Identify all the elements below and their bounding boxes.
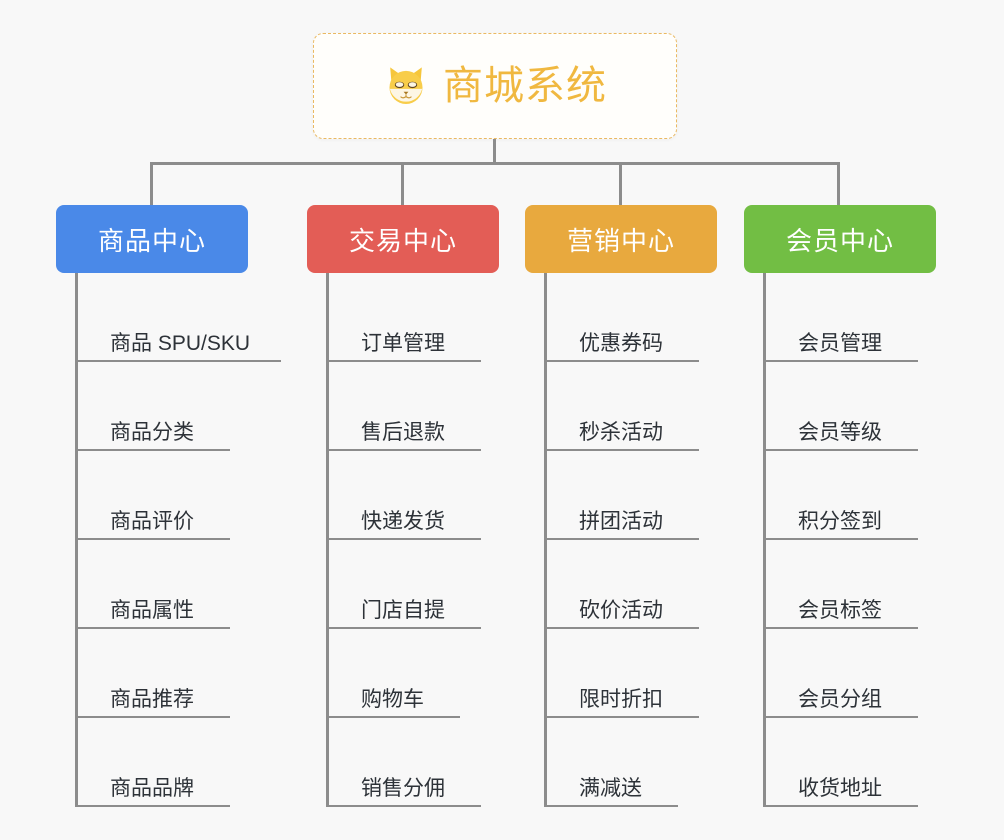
leaf-list-marketing: 优惠券码 秒杀活动 拼团活动 砍价活动 限时折扣 满减送 xyxy=(544,273,717,807)
leaf-label: 限时折扣 xyxy=(579,687,663,711)
connector-drop-4 xyxy=(837,162,840,206)
list-item[interactable]: 销售分佣 xyxy=(329,718,499,807)
list-item[interactable]: 会员标签 xyxy=(766,540,936,629)
leaf-label: 商品分类 xyxy=(110,420,194,444)
leaf-underline xyxy=(766,449,918,451)
branch-card-label: 营销中心 xyxy=(566,225,675,256)
branch-card-marketing[interactable]: 营销中心 xyxy=(525,205,717,273)
list-item[interactable]: 会员管理 xyxy=(766,273,936,362)
list-item[interactable]: 拼团活动 xyxy=(547,451,717,540)
leaf-label: 优惠券码 xyxy=(579,331,663,355)
branch-column-marketing: 营销中心 优惠券码 秒杀活动 拼团活动 砍价活动 限时折扣 满减送 xyxy=(525,205,717,807)
list-item[interactable]: 商品属性 xyxy=(78,540,248,629)
leaf-underline xyxy=(547,716,699,718)
leaf-label: 会员标签 xyxy=(798,598,882,622)
leaf-underline xyxy=(766,805,918,807)
branch-card-label: 交易中心 xyxy=(348,225,457,256)
leaf-list-member: 会员管理 会员等级 积分签到 会员标签 会员分组 收货地址 xyxy=(763,273,936,807)
leaf-label: 会员管理 xyxy=(798,331,882,355)
list-item[interactable]: 售后退款 xyxy=(329,362,499,451)
leaf-label: 满减送 xyxy=(579,776,642,800)
leaf-underline xyxy=(547,538,699,540)
list-item[interactable]: 会员等级 xyxy=(766,362,936,451)
leaf-underline xyxy=(547,449,699,451)
root-title: 商城系统 xyxy=(443,64,607,108)
leaf-label: 销售分佣 xyxy=(361,776,445,800)
branch-column-member: 会员中心 会员管理 会员等级 积分签到 会员标签 会员分组 收货地址 xyxy=(744,205,936,807)
leaf-label: 售后退款 xyxy=(361,420,445,444)
leaf-underline xyxy=(766,360,918,362)
leaf-underline xyxy=(329,449,481,451)
branch-card-trade[interactable]: 交易中心 xyxy=(307,205,499,273)
leaf-label: 门店自提 xyxy=(361,598,445,622)
leaf-underline xyxy=(78,805,230,807)
leaf-label: 商品评价 xyxy=(110,509,194,533)
leaf-label: 会员等级 xyxy=(798,420,882,444)
leaf-underline xyxy=(78,538,230,540)
list-item[interactable]: 商品分类 xyxy=(78,362,248,451)
root-node[interactable]: 商城系统 xyxy=(313,33,677,139)
connector-drop-3 xyxy=(619,162,622,206)
leaf-underline xyxy=(78,627,230,629)
leaf-underline xyxy=(547,805,678,807)
branch-column-trade: 交易中心 订单管理 售后退款 快递发货 门店自提 购物车 销售分佣 xyxy=(307,205,499,807)
list-item[interactable]: 购物车 xyxy=(329,629,499,718)
leaf-underline xyxy=(329,805,481,807)
leaf-label: 砍价活动 xyxy=(579,598,663,622)
shiba-dog-icon xyxy=(389,67,423,104)
leaf-underline xyxy=(329,538,481,540)
list-item[interactable]: 商品 SPU/SKU xyxy=(78,273,281,362)
list-item[interactable]: 订单管理 xyxy=(329,273,499,362)
list-item[interactable]: 会员分组 xyxy=(766,629,936,718)
connector-drop-1 xyxy=(150,162,153,206)
leaf-underline xyxy=(329,716,460,718)
list-item[interactable]: 商品品牌 xyxy=(78,718,248,807)
leaf-label: 订单管理 xyxy=(361,331,445,355)
leaf-underline xyxy=(547,627,699,629)
leaf-underline xyxy=(766,716,918,718)
branch-card-label: 会员中心 xyxy=(785,225,894,256)
leaf-underline xyxy=(78,716,230,718)
leaf-list-product: 商品 SPU/SKU 商品分类 商品评价 商品属性 商品推荐 商品品牌 xyxy=(75,273,281,807)
leaf-underline xyxy=(766,538,918,540)
branch-card-label: 商品中心 xyxy=(97,225,206,256)
list-item[interactable]: 砍价活动 xyxy=(547,540,717,629)
connector-drop-2 xyxy=(401,162,404,206)
list-item[interactable]: 积分签到 xyxy=(766,451,936,540)
leaf-underline xyxy=(547,360,699,362)
connector-horizontal-bus xyxy=(150,162,840,165)
leaf-underline xyxy=(329,627,481,629)
leaf-list-trade: 订单管理 售后退款 快递发货 门店自提 购物车 销售分佣 xyxy=(326,273,499,807)
list-item[interactable]: 秒杀活动 xyxy=(547,362,717,451)
leaf-underline xyxy=(78,360,281,362)
leaf-label: 商品 SPU/SKU xyxy=(110,331,251,355)
leaf-label: 快递发货 xyxy=(361,509,445,533)
branch-column-product: 商品中心 商品 SPU/SKU 商品分类 商品评价 商品属性 商品推荐 商品品牌 xyxy=(56,205,281,807)
leaf-label: 秒杀活动 xyxy=(579,420,663,444)
leaf-label: 收货地址 xyxy=(798,776,882,800)
leaf-underline xyxy=(78,449,230,451)
list-item[interactable]: 满减送 xyxy=(547,718,717,807)
list-item[interactable]: 收货地址 xyxy=(766,718,936,807)
leaf-label: 商品属性 xyxy=(110,598,194,622)
list-item[interactable]: 商品推荐 xyxy=(78,629,248,718)
leaf-label: 商品品牌 xyxy=(110,776,194,800)
leaf-label: 购物车 xyxy=(361,687,424,711)
branch-card-member[interactable]: 会员中心 xyxy=(744,205,936,273)
leaf-label: 商品推荐 xyxy=(110,687,194,711)
list-item[interactable]: 限时折扣 xyxy=(547,629,717,718)
list-item[interactable]: 门店自提 xyxy=(329,540,499,629)
leaf-underline xyxy=(329,360,481,362)
leaf-label: 积分签到 xyxy=(798,509,882,533)
connector-root-stem xyxy=(493,139,496,164)
leaf-underline xyxy=(766,627,918,629)
list-item[interactable]: 优惠券码 xyxy=(547,273,717,362)
list-item[interactable]: 商品评价 xyxy=(78,451,248,540)
leaf-label: 会员分组 xyxy=(798,687,882,711)
branch-card-product[interactable]: 商品中心 xyxy=(56,205,248,273)
list-item[interactable]: 快递发货 xyxy=(329,451,499,540)
leaf-label: 拼团活动 xyxy=(579,509,663,533)
